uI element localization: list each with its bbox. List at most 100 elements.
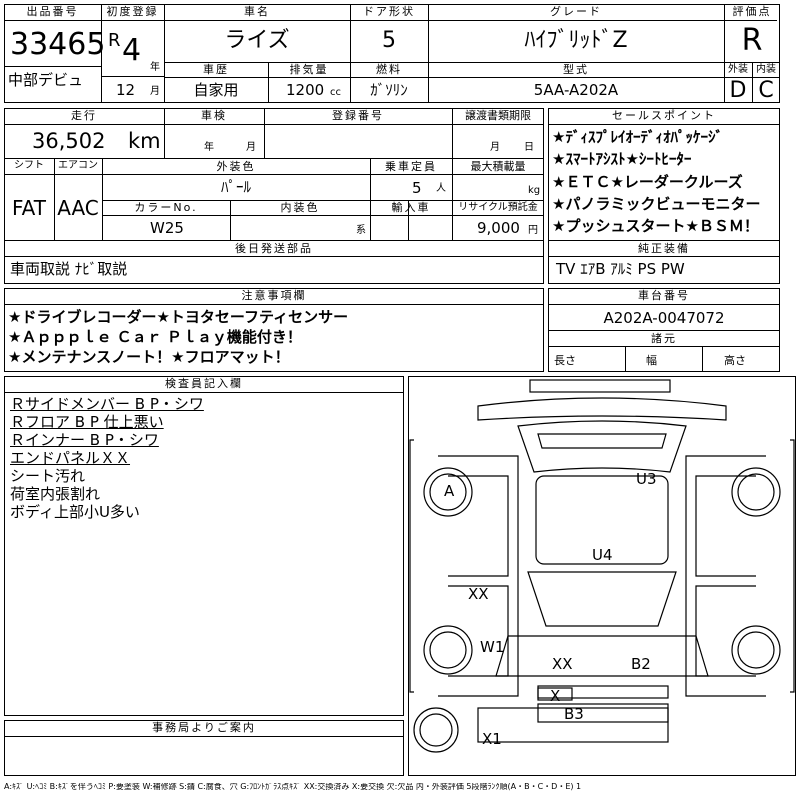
mark-a: A xyxy=(444,482,455,500)
inspector-line: Ｒフロア B P 仕上悪い xyxy=(10,413,164,431)
color: ﾊﾟｰﾙ xyxy=(220,178,251,196)
mark-u3: U3 xyxy=(636,470,657,488)
shift-label: シフト xyxy=(14,160,44,171)
dims-label: 諸元 xyxy=(651,332,677,345)
inspector-line: ボディ上部小U多い xyxy=(10,503,140,521)
spare-wheel xyxy=(413,707,459,753)
transfer-day-unit: 日 xyxy=(524,142,534,153)
first-reg-era: R xyxy=(108,30,121,51)
first-reg-year: 4 xyxy=(122,33,142,68)
chassis-number: A202A-0047072 xyxy=(603,309,725,327)
inspector-line: エンドパネルＸＸ xyxy=(10,449,131,467)
capacity-unit: 人 xyxy=(436,183,446,194)
sales-line: ★パノラミックビューモニター xyxy=(552,195,761,213)
office-label: 事務局よりご案内 xyxy=(152,721,256,734)
front-right-wheel xyxy=(731,467,781,517)
front-left-wheel-inner xyxy=(429,473,467,511)
max-load-label: 最大積載量 xyxy=(470,160,526,173)
vehicle-info-table xyxy=(4,108,544,284)
left-bracket xyxy=(409,439,414,693)
grade-label: グレード xyxy=(550,5,602,18)
ac-label: エアコン xyxy=(58,160,98,171)
end-panel-outline xyxy=(477,707,669,743)
roof-outline xyxy=(535,475,669,565)
rear-right-wheel xyxy=(731,625,781,675)
plate-label: 登録番号 xyxy=(332,109,384,122)
rear-right-wheel-inner xyxy=(737,631,775,669)
displacement-label: 排気量 xyxy=(289,63,329,76)
score-label: 評価点 xyxy=(732,5,772,18)
inspection-year-unit: 年 xyxy=(204,142,214,153)
door-label: ドア形状 xyxy=(363,5,415,18)
mark-x1: X1 xyxy=(482,730,502,748)
x-mark-box xyxy=(537,687,573,701)
front-bumper-outline xyxy=(529,379,671,393)
spare-wheel-inner xyxy=(419,713,453,747)
displacement-unit: cc xyxy=(330,87,341,98)
notes-line: ★Ａｐｐｐｌｅ Ｃａｒ Ｐｌａｙ機能付き！ xyxy=(8,328,302,346)
inspector-line: Ｒインナー B P・シワ xyxy=(10,431,159,449)
exterior-label: 外装 xyxy=(728,64,748,75)
notes-box xyxy=(4,288,544,372)
mark-x: X xyxy=(550,687,561,705)
mark-b3: B3 xyxy=(564,705,584,723)
sales-point-box xyxy=(548,108,780,284)
year-unit: 年 xyxy=(150,62,160,73)
mileage: 36,502 xyxy=(32,129,106,153)
door-count: 5 xyxy=(382,28,396,53)
lot-number: 33465 xyxy=(10,27,106,62)
left-rear-panel xyxy=(448,585,509,677)
ac: AAC xyxy=(57,196,99,220)
color-label: 外装色 xyxy=(216,160,256,173)
color-no: W25 xyxy=(150,219,184,237)
capacity-label: 乗車定員 xyxy=(385,160,437,173)
inspector-label: 検査員記入欄 xyxy=(165,377,243,390)
sales-line: ★ﾃﾞｨｽﾌﾟﾚｲｵｰﾃﾞｨｵﾊﾟｯｹｰｼﾞ xyxy=(552,128,723,146)
notes-label: 注意事項欄 xyxy=(241,289,307,302)
sales-line: ★ｽﾏｰﾄｱｼｽﾄ★ｼｰﾄﾋｰﾀｰ xyxy=(552,150,692,168)
first-reg-label: 初度登録 xyxy=(106,5,159,18)
inspection-label: 車検 xyxy=(201,109,227,122)
lot-number-label: 出品番号 xyxy=(26,5,79,18)
model-label: 型式 xyxy=(563,63,589,76)
equipment: TV ｴｱB ｱﾙﾐ PS PW xyxy=(556,260,685,278)
recycle-fee: 9,000 xyxy=(477,219,520,237)
front-left-wheel xyxy=(423,467,473,517)
mark-xx-1: XX xyxy=(468,585,489,603)
interior-score: C xyxy=(758,78,774,103)
car-name: ライズ xyxy=(224,28,290,53)
rear-window-outline xyxy=(527,571,677,627)
recycle-label: リサイクル預託金 xyxy=(458,202,538,213)
month-unit: 月 xyxy=(150,86,160,97)
mileage-label: 走行 xyxy=(71,109,97,122)
chassis-label: 車台番号 xyxy=(638,289,690,302)
damage-diagram-box xyxy=(408,376,796,776)
front-right-wheel-inner xyxy=(737,473,775,511)
right-side-inner xyxy=(695,475,756,577)
car-name-label: 車名 xyxy=(244,5,270,18)
first-reg-month: 12 xyxy=(116,81,136,99)
mileage-unit: km xyxy=(128,129,161,153)
import-label: 輸入車 xyxy=(391,201,431,214)
inspector-box xyxy=(4,376,404,716)
later-parts: 車両取説 ﾅﾋﾞ取説 xyxy=(10,260,128,278)
left-side-outline xyxy=(438,455,519,697)
transfer-docs-label: 譲渡書類期限 xyxy=(465,109,531,122)
mark-w1: W1 xyxy=(480,638,505,656)
notes-line: ★ドライブレコーダー★トヨタセーフティセンサー xyxy=(8,308,349,326)
right-rear-panel xyxy=(695,585,756,677)
rear-left-wheel-inner xyxy=(429,631,467,669)
car-diagram xyxy=(409,379,795,753)
width-label: 幅 xyxy=(646,354,657,367)
transfer-month-unit: 月 xyxy=(490,142,500,153)
header-table xyxy=(4,4,780,103)
rear-panel-outline xyxy=(537,703,669,723)
mark-xx-2: XX xyxy=(552,655,573,673)
interior-label: 内装 xyxy=(756,64,776,75)
grade: ﾊｲﾌﾞﾘｯﾄﾞZ xyxy=(524,28,628,53)
left-side-inner xyxy=(448,475,509,577)
capacity: 5 xyxy=(412,179,422,197)
rear-left-wheel xyxy=(423,625,473,675)
height-label: 高さ xyxy=(724,354,746,367)
venue-name: 中部デビュ xyxy=(8,71,84,89)
